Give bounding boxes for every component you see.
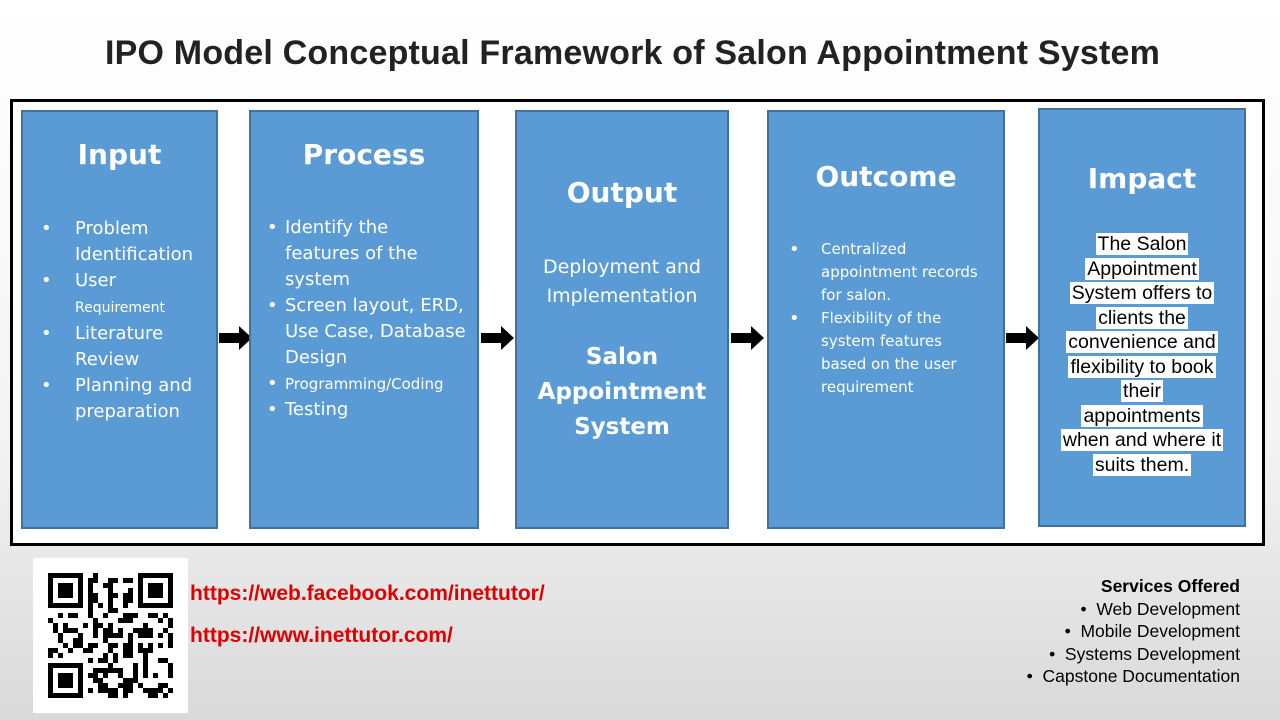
arrow-right-icon [481, 326, 514, 350]
services-item: • Capstone Documentation [1026, 666, 1240, 686]
outcome-heading: Outcome [815, 160, 957, 193]
arrow-right-icon [1006, 326, 1039, 350]
services-item: • Systems Development [1049, 643, 1240, 664]
input-heading: Input [77, 138, 162, 171]
list-item: Programming/Coding [267, 371, 471, 397]
impact-description: The Salon Appointment System offers to c… [1060, 233, 1224, 476]
services-offered: Services Offered • Web Development • Mob… [1027, 575, 1240, 688]
page-title: IPO Model Conceptual Framework of Salon … [104, 34, 1161, 72]
output-heading: Output [566, 176, 678, 209]
facebook-link[interactable]: https://web.facebook.com/inettutor/ [190, 582, 545, 605]
impact-box: Impact The Salon Appointment System offe… [1038, 108, 1246, 527]
services-item: • Mobile Development [1064, 621, 1240, 641]
qr-code-icon [33, 558, 188, 713]
services-heading: Services Offered [1100, 576, 1240, 596]
list-item: Testing [267, 397, 471, 423]
impact-heading: Impact [1087, 162, 1197, 195]
process-heading: Process [302, 138, 426, 171]
arrow-right-icon [219, 326, 252, 350]
website-link[interactable]: https://www.inettutor.com/ [190, 624, 453, 647]
arrow-right-icon [731, 326, 764, 350]
list-item: Screen layout, ERD,Use Case, DatabaseDes… [267, 293, 471, 371]
services-item: • Web Development [1080, 598, 1241, 619]
